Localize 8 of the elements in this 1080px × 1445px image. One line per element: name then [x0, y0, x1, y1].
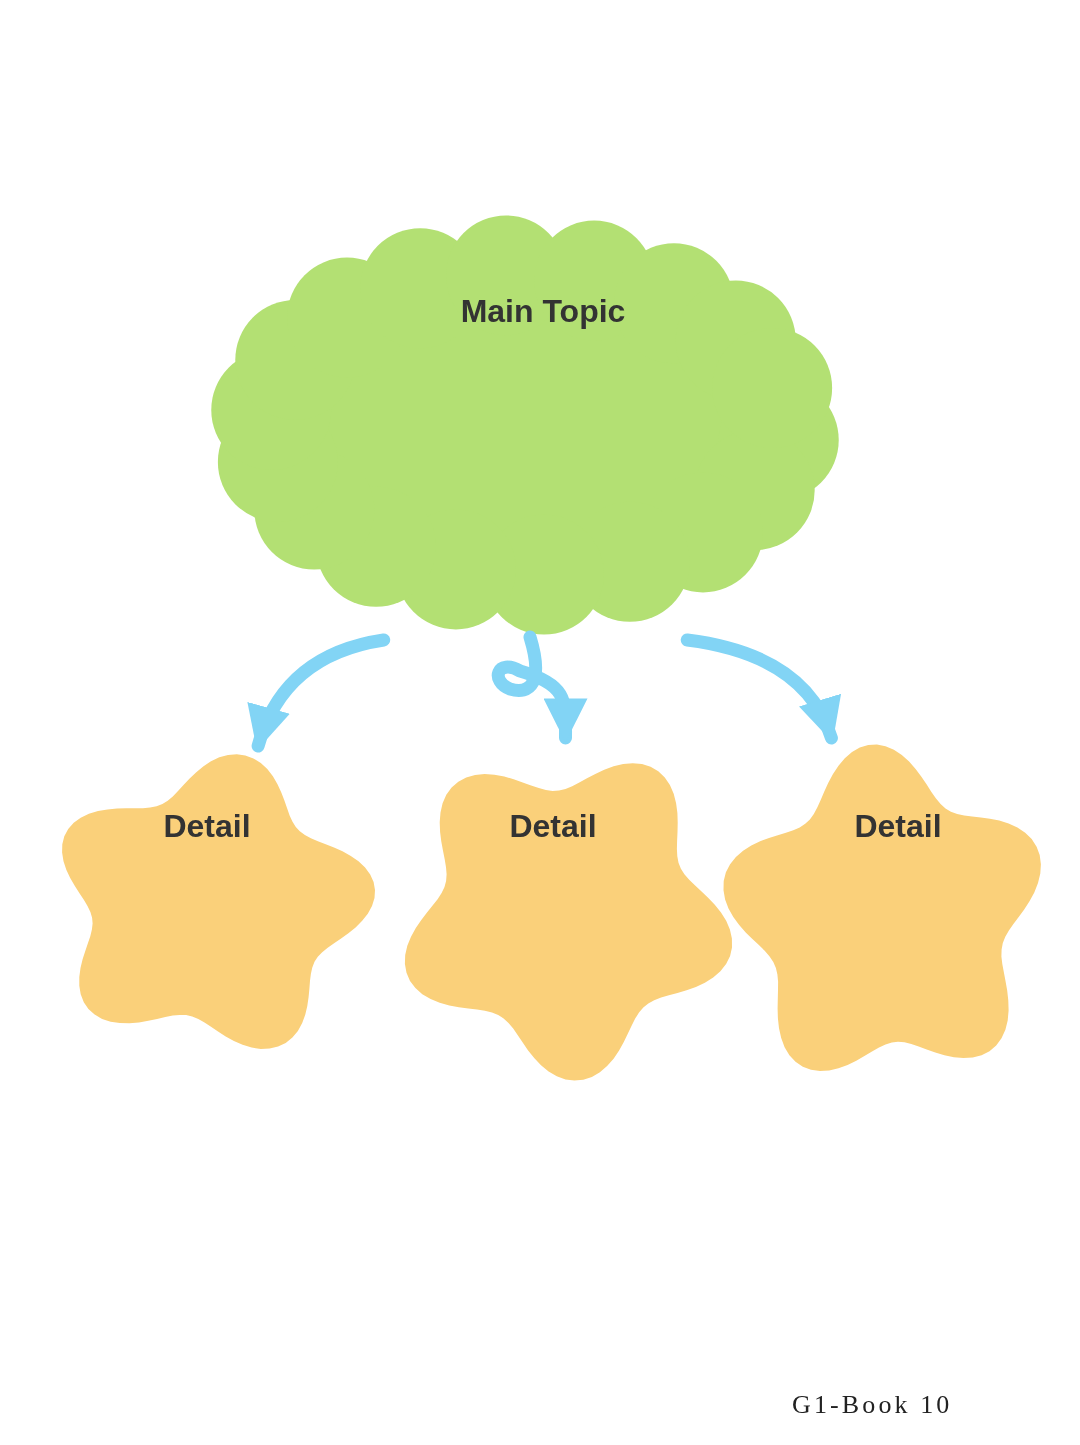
curved-arrow: [491, 630, 588, 745]
curved-arrow: [249, 633, 391, 753]
curved-arrow: [680, 633, 839, 745]
node-title: Detail: [163, 810, 251, 842]
page-label: G1-Book 10: [792, 1392, 953, 1418]
node-title: Detail: [854, 810, 942, 842]
node-title: Main Topic: [460, 295, 626, 327]
node-title: Detail: [509, 810, 597, 842]
